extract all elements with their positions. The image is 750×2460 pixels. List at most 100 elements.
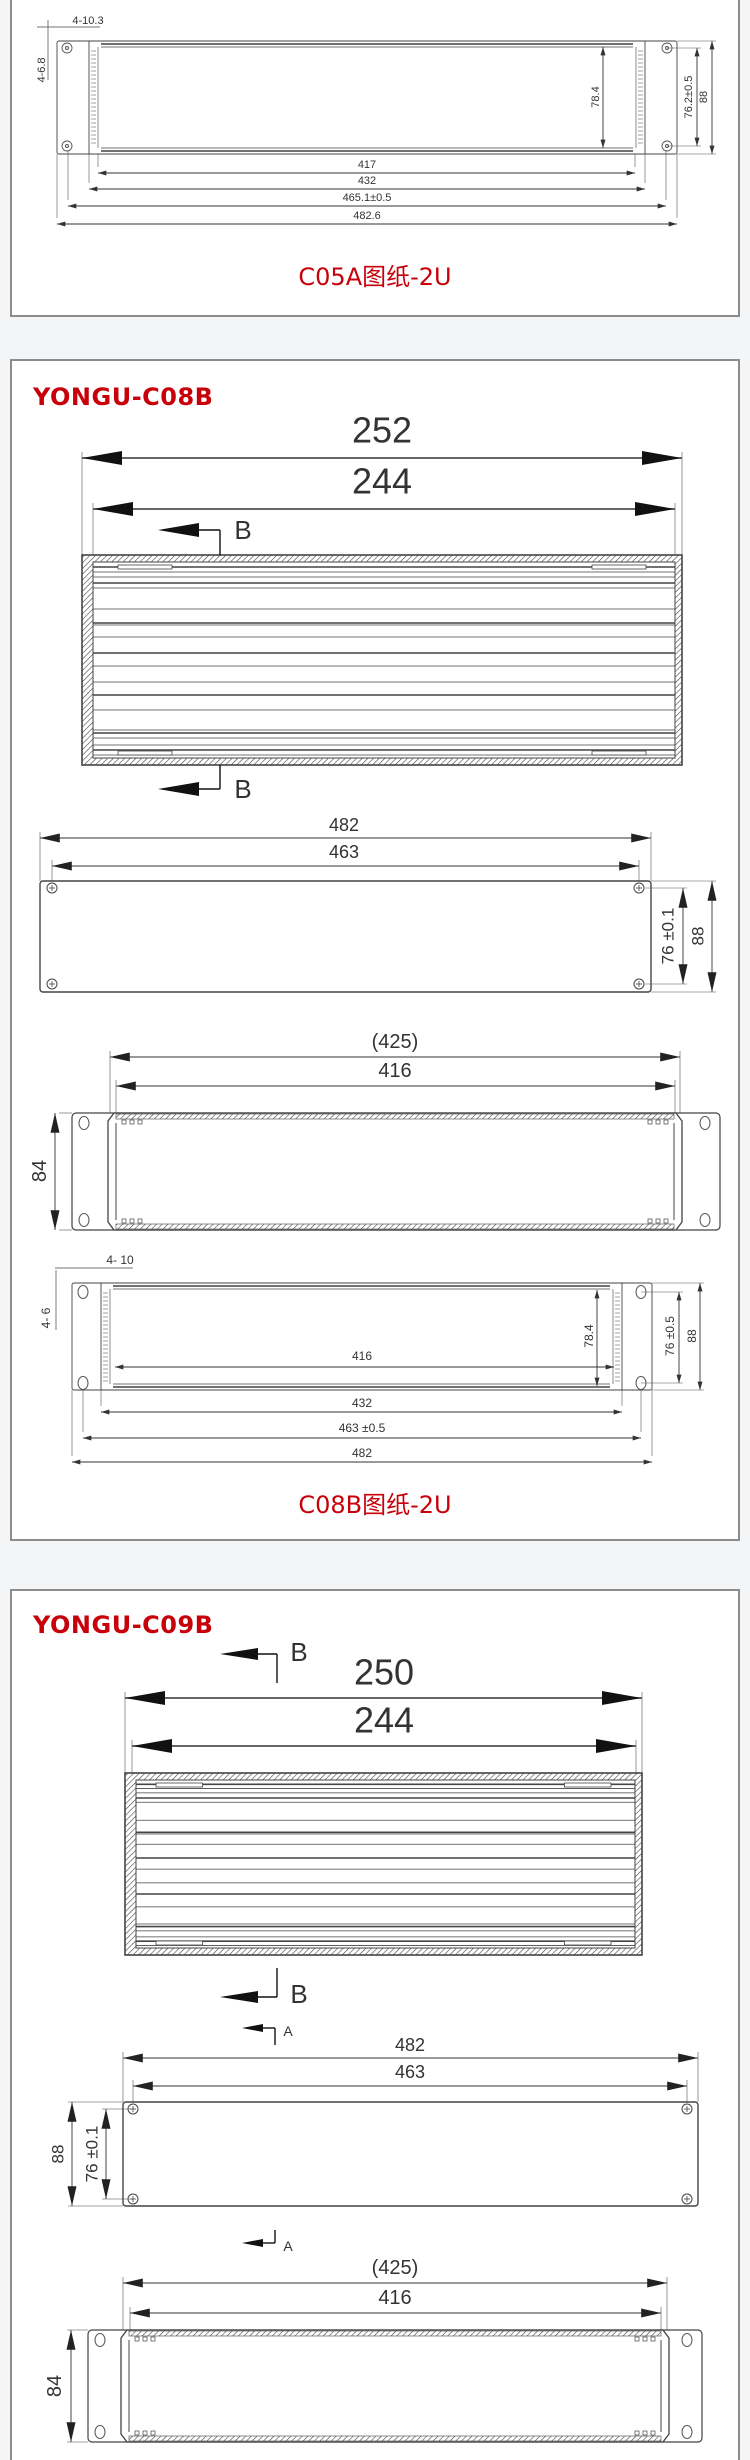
dim-front-height: 88 (49, 2145, 68, 2164)
dim-hole-dia: 4-10.3 (72, 15, 103, 27)
mount-hole-icon (77, 1285, 89, 1299)
slot-bump (634, 2430, 640, 2436)
hole-center (65, 144, 69, 148)
dim-432: 432 (358, 175, 376, 187)
screw-icon (46, 882, 58, 894)
slot-bump (663, 1218, 669, 1224)
slot-bump (134, 2430, 140, 2436)
profile-section (107, 1112, 683, 1231)
dim-section-outer: (425) (372, 1031, 419, 1053)
dim-outer-length: 250 (354, 1652, 414, 1693)
hatched-wall (128, 2330, 662, 2337)
c09b-front-labels: 482 463 88 76 ±0.1 (49, 2035, 426, 2182)
slot-bump (142, 2336, 148, 2342)
screw-icon (633, 882, 645, 894)
section-arrow-icon (158, 523, 199, 537)
slot-bump (647, 1119, 653, 1125)
mount-hole-icon (78, 1213, 90, 1227)
slot-bump (121, 1218, 127, 1224)
rail-slot (591, 564, 647, 570)
slot-bump (121, 1119, 127, 1125)
slot-bump (142, 2430, 148, 2436)
section-mark-bottom: B (234, 774, 251, 804)
slot-bump (663, 1119, 669, 1125)
dim-section-outer: (425) (372, 2257, 419, 2279)
mount-hole-icon (681, 2425, 693, 2439)
slot-bump (647, 1218, 653, 1224)
rail-slot (117, 564, 173, 570)
screw-icon (633, 978, 645, 990)
slot-bump (650, 2430, 656, 2436)
section-arrow-icon (242, 2239, 263, 2247)
card-c05a (10, 0, 740, 317)
dim-inner-height: 78.4 (590, 86, 602, 107)
c08b-top-view-labels: 252 244 B B (234, 410, 412, 805)
rail-slot (155, 1782, 203, 1788)
rail-slot (117, 750, 173, 756)
slot-bump (134, 2336, 140, 2342)
section-mark-bottom: B (290, 1979, 307, 2009)
profile-section (120, 2329, 670, 2443)
dim-height: 88 (698, 91, 710, 103)
profile-interior (135, 1779, 636, 1949)
dim-rear-pitch-v: 76 ±0.5 (663, 1316, 677, 1356)
dim-section-inner: 416 (378, 2287, 411, 2309)
section-arrow-icon (242, 2024, 263, 2032)
dim-rear-482: 482 (352, 1446, 372, 1460)
dim-rear-height: 88 (685, 1329, 699, 1343)
c09b-section-labels: (425) 416 84 (44, 2257, 418, 2397)
dim-front-hole-pitch: 463 (329, 842, 359, 862)
rail-slot (591, 750, 647, 756)
slot-bump (655, 1218, 661, 1224)
dim-front-pitch-v: 76 ±0.1 (659, 908, 678, 965)
hatched-wall (115, 1113, 675, 1120)
dim-rear-hole-v: 4- 6 (39, 1307, 53, 1328)
hatched-wall (115, 1223, 675, 1230)
slot-bump (129, 1119, 135, 1125)
c05a-caption: C05A图纸-2U (298, 263, 451, 291)
dim-front-height: 88 (689, 927, 708, 946)
section-mark-top: B (234, 515, 251, 545)
c05a-drawing: 4-10.3 4-6.8 78.4 76.2±0.5 88 417 432 46… (36, 15, 710, 222)
slot-bump (655, 1119, 661, 1125)
dim-front-width: 482 (395, 2035, 425, 2055)
slot-bump (642, 2430, 648, 2436)
c08b-title: YONGU-C08B (32, 383, 213, 411)
dim-inner-length: 244 (354, 1700, 414, 1741)
screw-icon (681, 2193, 693, 2205)
dim-rear-hole-dia: 4- 10 (106, 1253, 134, 1267)
profile-interior (92, 561, 676, 759)
c09b-top-view-labels: 250 244 B B A A (283, 1637, 414, 2254)
section-a-mark-top: A (283, 2023, 293, 2039)
mount-hole-icon (699, 1116, 711, 1130)
section-a-mark-bottom: A (283, 2238, 293, 2254)
mount-hole-icon (61, 140, 73, 152)
section-arrow-icon (220, 1991, 258, 2003)
mount-hole-icon (699, 1213, 711, 1227)
dim-rear-463: 463 ±0.5 (339, 1421, 386, 1435)
rear-profile-outline (88, 40, 646, 155)
slot-bump (129, 1218, 135, 1224)
dim-rear-416: 416 (352, 1349, 372, 1363)
slot-bump (634, 2336, 640, 2342)
mount-hole-icon (94, 2333, 106, 2347)
mount-hole-icon (78, 1116, 90, 1130)
dim-front-width: 482 (329, 815, 359, 835)
dim-inner-length: 244 (352, 461, 412, 502)
slot-bump (650, 2336, 656, 2342)
dim-section-height: 84 (44, 2375, 66, 2397)
dim-front-pitch-v: 76 ±0.1 (83, 2126, 102, 2183)
front-panel (39, 880, 652, 993)
slot-bump (150, 2336, 156, 2342)
rear-profile-outline (100, 1282, 623, 1391)
hole-center (65, 46, 69, 50)
screw-icon (681, 2103, 693, 2115)
screw-icon (46, 978, 58, 990)
mount-hole-icon (77, 1376, 89, 1390)
dim-front-hole-pitch: 463 (395, 2062, 425, 2082)
dim-rear-432: 432 (352, 1396, 372, 1410)
c08b-front-labels: 482 463 76 ±0.1 88 (329, 815, 708, 964)
front-panel (122, 2101, 699, 2207)
rail-slot (155, 1940, 203, 1946)
